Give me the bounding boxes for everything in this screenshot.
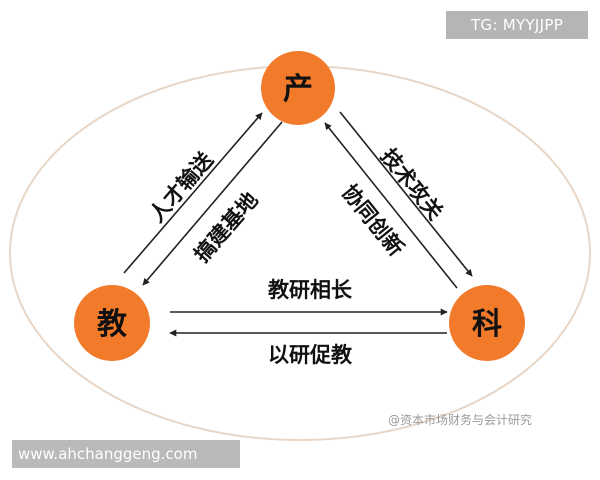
tg-watermark: TG: MYYJJPP [446,11,588,39]
node-chan [261,51,335,125]
label-xietong-chuangxin: 协同创新 [337,180,409,260]
node-jiao-label: 教 [97,307,127,342]
label-rencai-shusong: 人才输送 [145,147,219,227]
node-ke [449,285,525,361]
site-watermark: www.ahchanggeng.com [12,440,240,468]
source-credit: @资本市场财务与会计研究 [388,413,533,427]
arrow-jiao-to-chan [123,112,263,274]
node-jiao [74,285,150,361]
arrow-ke-to-chan [324,122,458,289]
label-dajian-jidi: 搞建基地 [190,188,263,267]
node-ke-label: 科 [472,307,502,342]
label-yiyan-cujiao: 以研促教 [268,343,353,367]
arrow-chan-to-jiao [142,121,283,286]
label-jishu-gongguan: 技术攻关 [376,144,448,224]
label-jiaoyan-xiangzhang: 教研相长 [268,278,353,302]
arrow-chan-to-ke [339,111,473,277]
node-chan-label: 产 [283,72,313,107]
